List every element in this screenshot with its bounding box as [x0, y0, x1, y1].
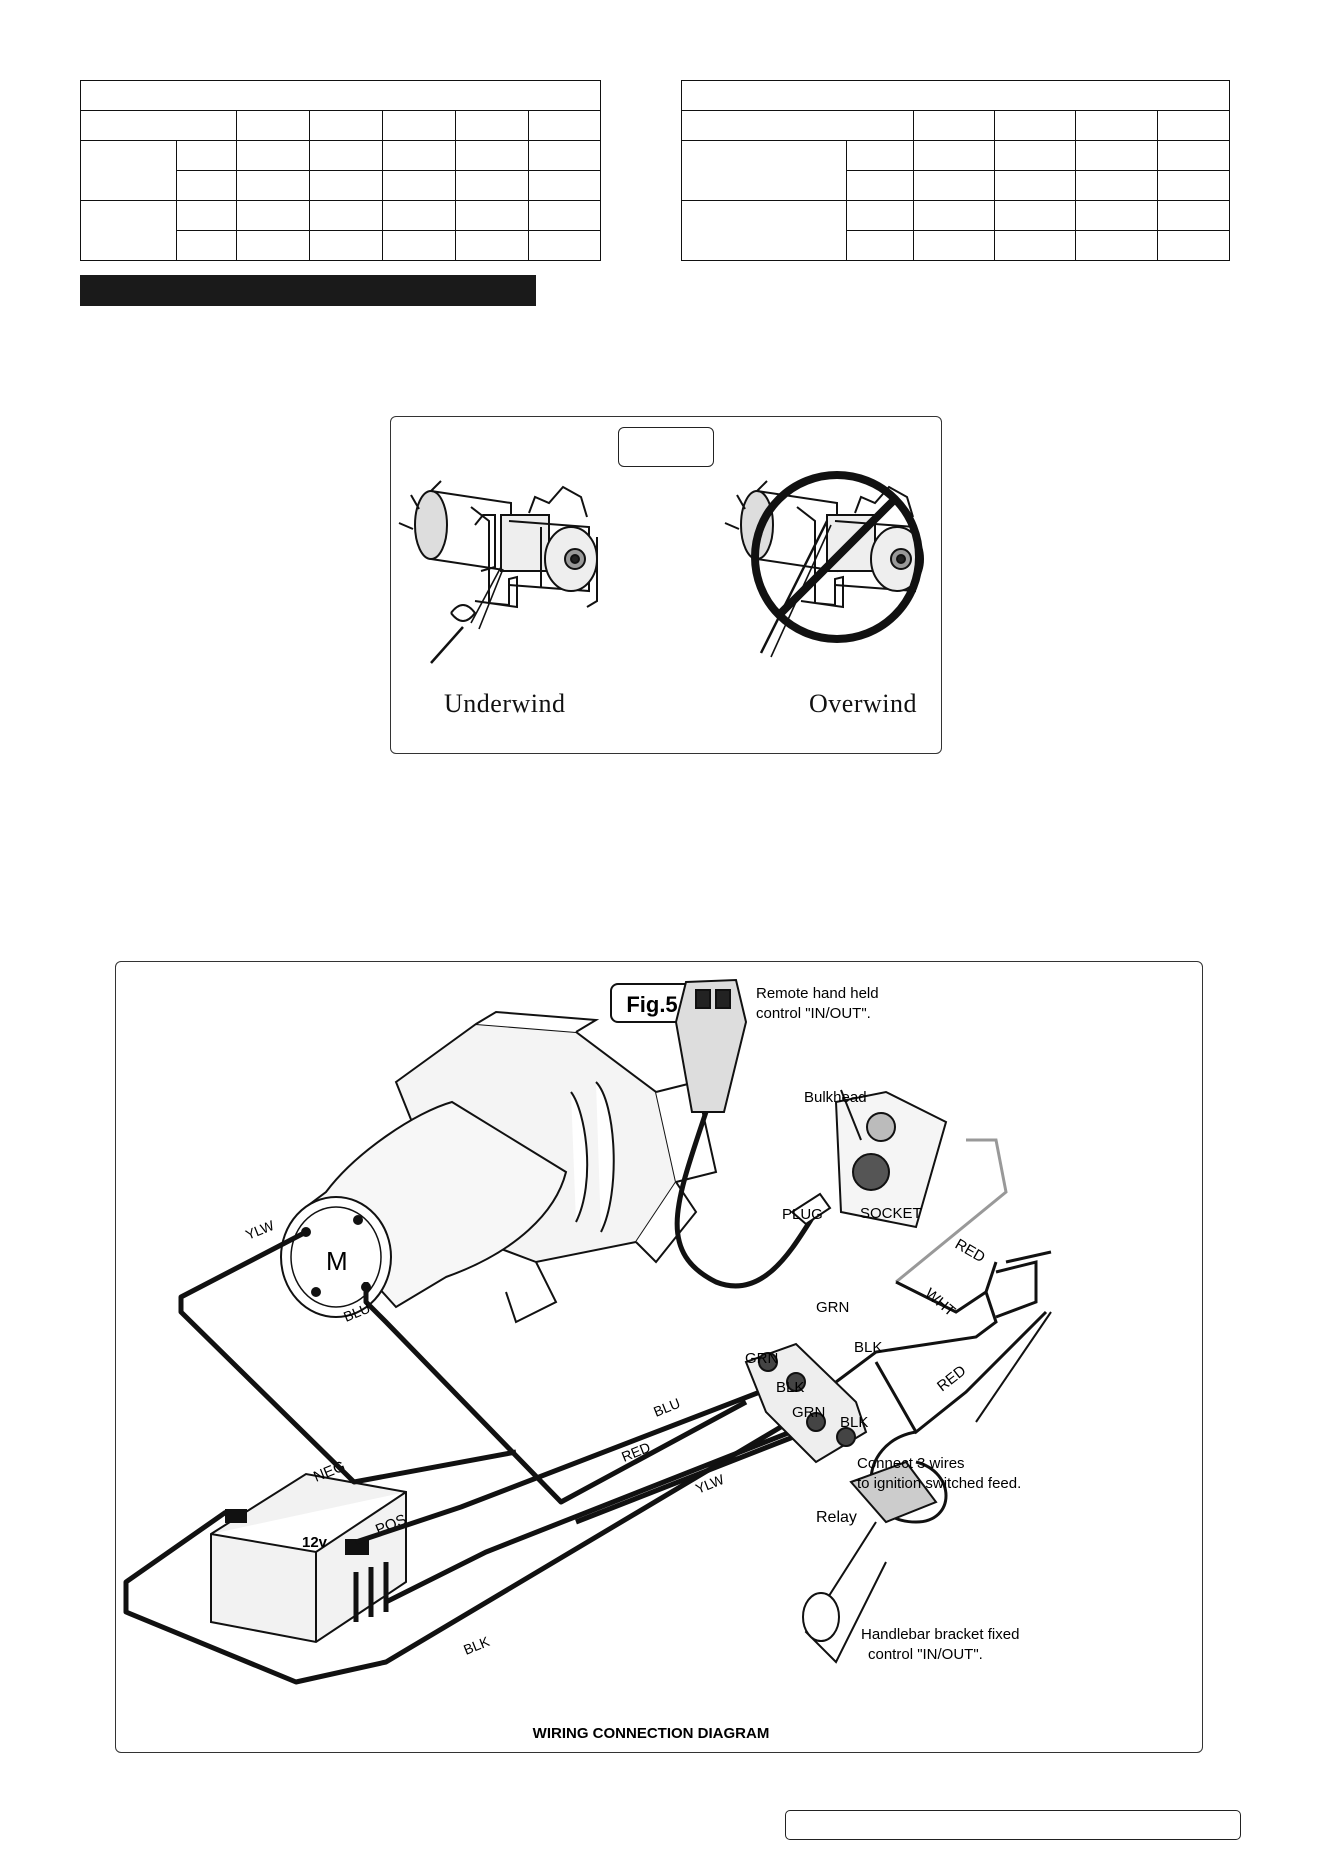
handlebar-control-illustration: [802, 1460, 938, 1664]
bulkhead-label: Bulkhead: [804, 1089, 867, 1106]
battery-voltage: 12v: [302, 1534, 328, 1551]
wire-label-red-3: RED: [934, 1362, 970, 1395]
footer-box: [785, 1810, 1241, 1840]
wire-ylw-relay: [575, 1429, 807, 1525]
battery-illustration: [210, 1472, 407, 1644]
table-header: [680, 80, 1231, 111]
remote-control-illustration: [674, 978, 748, 1113]
wire-label-blk-4: BLK: [840, 1414, 868, 1431]
wire-paths: [123, 1229, 808, 1685]
table-row: [81, 230, 602, 261]
wire-label-ylw-1: YLW: [243, 1217, 277, 1243]
wire-label-blk-3: BLK: [854, 1339, 882, 1356]
figure-label-box: [618, 427, 714, 467]
fig-label: Fig.5: [626, 992, 677, 1017]
table-row: [682, 230, 1231, 261]
socket-label: SOCKET: [860, 1205, 922, 1222]
winch-illustration: [280, 1010, 729, 1324]
wire-red-battery: [355, 1379, 787, 1545]
table-header: [79, 80, 602, 111]
winch-illustrations: [398, 471, 924, 664]
wire-label-grn-1: GRN: [816, 1299, 849, 1316]
connect-wires-line2: to ignition switched feed.: [857, 1475, 1021, 1492]
section-heading-bar: [80, 275, 536, 306]
underwind-caption: Underwind: [444, 689, 566, 718]
wire-blu-motor: [363, 1282, 748, 1505]
wire-label-grn-3: GRN: [792, 1404, 825, 1421]
table-row: [681, 200, 1231, 261]
ignition-pointer-arrow: [975, 1311, 1052, 1423]
spec-table-right: [680, 80, 1231, 261]
relay-label: Relay: [816, 1509, 857, 1526]
prohibition-sign-icon: [751, 471, 923, 643]
wire-label-red-2: RED: [952, 1236, 988, 1267]
harness-wires: [835, 1250, 1052, 1524]
remote-label-line2: control "IN/OUT".: [756, 1005, 871, 1022]
remote-plug: [790, 1192, 832, 1226]
motor-label: M: [326, 1246, 348, 1276]
wire-label-wht: WHT: [921, 1285, 958, 1320]
bulkhead-pointer-arrow: [840, 1089, 862, 1141]
remote-label-line1: Remote hand held: [756, 985, 879, 1002]
wiring-diagram: Fig.5 M 12v: [123, 978, 1052, 1742]
wire-label-grn-2: GRN: [745, 1350, 778, 1367]
table-row: [681, 140, 1231, 201]
socket-cable: [895, 1138, 1008, 1284]
connect-wires-line1: Connect 3 wires: [857, 1455, 965, 1472]
handlebar-label-line2: control "IN/OUT".: [868, 1646, 983, 1663]
spec-table-left: [79, 80, 602, 261]
wire-label-blk-1: BLK: [461, 1633, 492, 1658]
diagram-title: WIRING CONNECTION DIAGRAM: [533, 1725, 770, 1742]
handlebar-label-line1: Handlebar bracket fixed: [861, 1626, 1019, 1643]
underwind-figure: Underwind Overwind: [390, 416, 942, 754]
remote-cable: [674, 1111, 819, 1289]
bulkhead-illustration: [834, 1090, 948, 1229]
plug-label: PLUG: [782, 1206, 823, 1223]
table-cell: [80, 110, 237, 141]
relay-illustration: [744, 1342, 868, 1464]
wire-paths-lower: [383, 1419, 817, 1607]
winch-underwind-illustration: [398, 480, 598, 664]
overwind-caption: Overwind: [809, 689, 917, 718]
wire-label-blk-2: BLK: [776, 1379, 804, 1396]
table-row: [80, 200, 602, 261]
wiring-diagram-figure: Fig.5 M 12v: [115, 961, 1203, 1753]
wire-label-blu-2: BLU: [651, 1395, 682, 1420]
wire-ylw-motor: [178, 1229, 517, 1485]
table-row: [80, 140, 602, 201]
wire-blk-battery: [123, 1409, 808, 1685]
